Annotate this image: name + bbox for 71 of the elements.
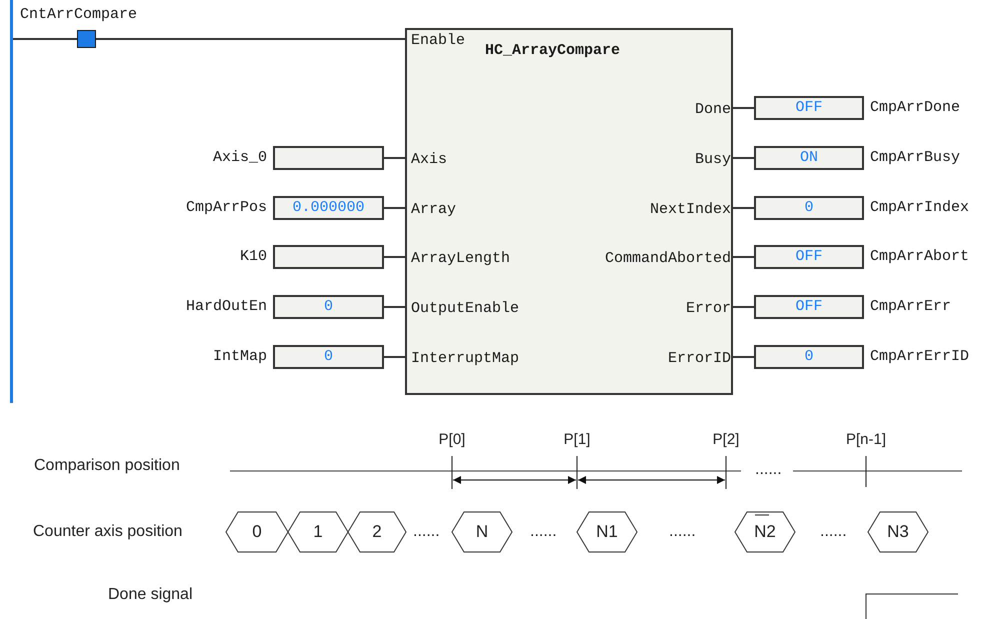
variable-name: CmpArrAbort	[870, 246, 970, 267]
variable-name: CntArrCompare	[20, 6, 138, 24]
text-label: Done signal	[108, 585, 192, 605]
value-field: OFF	[754, 96, 864, 120]
contact-symbol	[77, 30, 96, 48]
text-label: ......	[820, 522, 847, 542]
variable-name: CmpArrBusy	[870, 148, 962, 168]
pin-label: Busy	[585, 150, 735, 170]
wire	[13, 38, 77, 40]
pin-label: Axis	[407, 150, 537, 170]
value-field: 0.000000	[273, 196, 384, 220]
pin-label: InterruptMap	[407, 349, 537, 369]
pin-label: Enable	[407, 31, 487, 51]
state-hexagon: N	[452, 512, 512, 552]
text-label: ......	[413, 522, 440, 542]
variable-name: CmpArrDone	[870, 98, 962, 118]
wire	[733, 306, 754, 308]
state-hexagon: N2	[735, 512, 795, 552]
wire	[96, 38, 405, 40]
state-hexagon: N1	[577, 512, 637, 552]
state-hexagon: 2	[348, 512, 406, 552]
wire	[733, 157, 754, 159]
wire	[733, 107, 754, 109]
pin-label: Array	[407, 200, 537, 220]
state-hexagon: N3	[868, 512, 928, 552]
wire	[384, 256, 405, 258]
wire	[733, 256, 754, 258]
variable-name: K10	[238, 246, 267, 267]
position-label: P[1]	[562, 430, 592, 450]
pin-label: OutputEnable	[407, 299, 537, 319]
value-field	[273, 245, 384, 269]
text-label: ......	[530, 522, 557, 542]
wire	[384, 157, 405, 159]
variable-name: CmpArrPos	[184, 198, 267, 218]
state-hexagon: 1	[288, 512, 348, 552]
value-field: OFF	[754, 245, 864, 269]
variable-name: Axis_0	[212, 148, 267, 168]
pin-label: NextIndex	[585, 200, 735, 220]
text-label: Comparison position	[34, 456, 180, 476]
pin-label: CommandAborted	[585, 249, 735, 269]
pin-label: ArrayLength	[407, 249, 537, 269]
position-label: P[n-1]	[844, 430, 888, 450]
value-field: 0	[754, 345, 864, 369]
variable-name: HardOutEn	[184, 296, 267, 317]
pin-label: Error	[585, 299, 735, 319]
power-rail	[10, 0, 13, 403]
wire	[384, 306, 405, 308]
function-block	[405, 28, 733, 395]
variable-name: IntMap	[212, 346, 267, 367]
variable-name: CmpArrErr	[870, 296, 952, 317]
pin-label: ErrorID	[585, 349, 735, 369]
value-field: OFF	[754, 295, 864, 319]
state-hexagon: 0	[226, 512, 288, 552]
wire	[733, 207, 754, 209]
variable-name: CmpArrIndex	[870, 198, 970, 218]
value-field: 0	[273, 295, 384, 319]
wire	[384, 356, 405, 358]
pin-label: Done	[585, 100, 735, 120]
position-label: P[0]	[438, 430, 466, 450]
value-field: ON	[754, 146, 864, 170]
text-label: Counter axis position	[33, 522, 182, 542]
value-field	[273, 146, 384, 170]
text-label: ......	[669, 522, 696, 542]
wire	[384, 207, 405, 209]
value-field: 0	[273, 345, 384, 369]
value-field: 0	[754, 196, 864, 220]
text-label: ......	[755, 460, 782, 480]
variable-name: CmpArrErrID	[870, 346, 970, 367]
wire	[733, 356, 754, 358]
block-title: HC_ArrayCompare	[485, 41, 620, 61]
position-label: P[2]	[712, 430, 740, 450]
